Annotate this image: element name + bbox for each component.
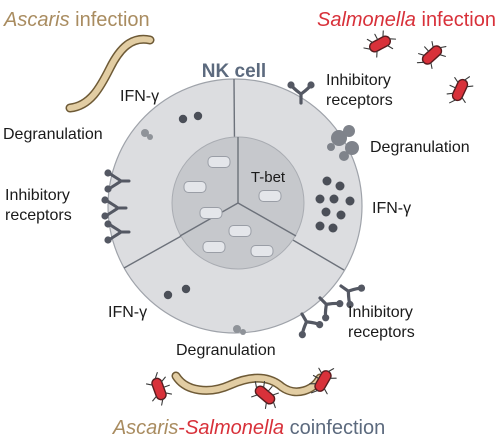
salmonella-inhibitory-label: Inhibitory receptors — [326, 72, 395, 109]
salmonella-ifng-label: IFN-γ — [372, 200, 411, 217]
title-coinfection: Ascaris-Salmonella coinfection — [112, 417, 385, 439]
ascaris-degranulation-label: Degranulation — [3, 126, 103, 143]
coinfection-granules — [163, 284, 191, 300]
ascaris-ifng-label: IFN-γ — [120, 88, 159, 105]
t-bet-label: T-bet — [251, 169, 286, 186]
ascaris-degranulation-vesicle — [141, 129, 153, 140]
salmonella-degranulation-label: Degranulation — [370, 139, 470, 156]
salmonella-degranulation-cluster — [327, 125, 359, 161]
ascaris-worm-icon — [65, 34, 155, 113]
coinfection-ifng-label: IFN-γ — [108, 304, 147, 321]
title-ascaris-infection: Ascaris infection — [3, 9, 150, 31]
nk-cell-label: NK cell — [202, 61, 266, 82]
salmonella-granules — [315, 176, 355, 233]
coinfection-degranulation-vesicle — [233, 325, 246, 335]
ascaris-inhibitory-label: Inhibitory receptors — [5, 187, 74, 224]
title-salmonella-infection: Salmonella infection — [317, 9, 496, 31]
coinfection-degranulation-label: Degranulation — [176, 342, 276, 359]
coinfection-inhibitory-label: Inhibitory receptors — [348, 304, 417, 341]
coinfection-worm-icon — [171, 371, 325, 397]
ascaris-granules — [178, 111, 203, 124]
